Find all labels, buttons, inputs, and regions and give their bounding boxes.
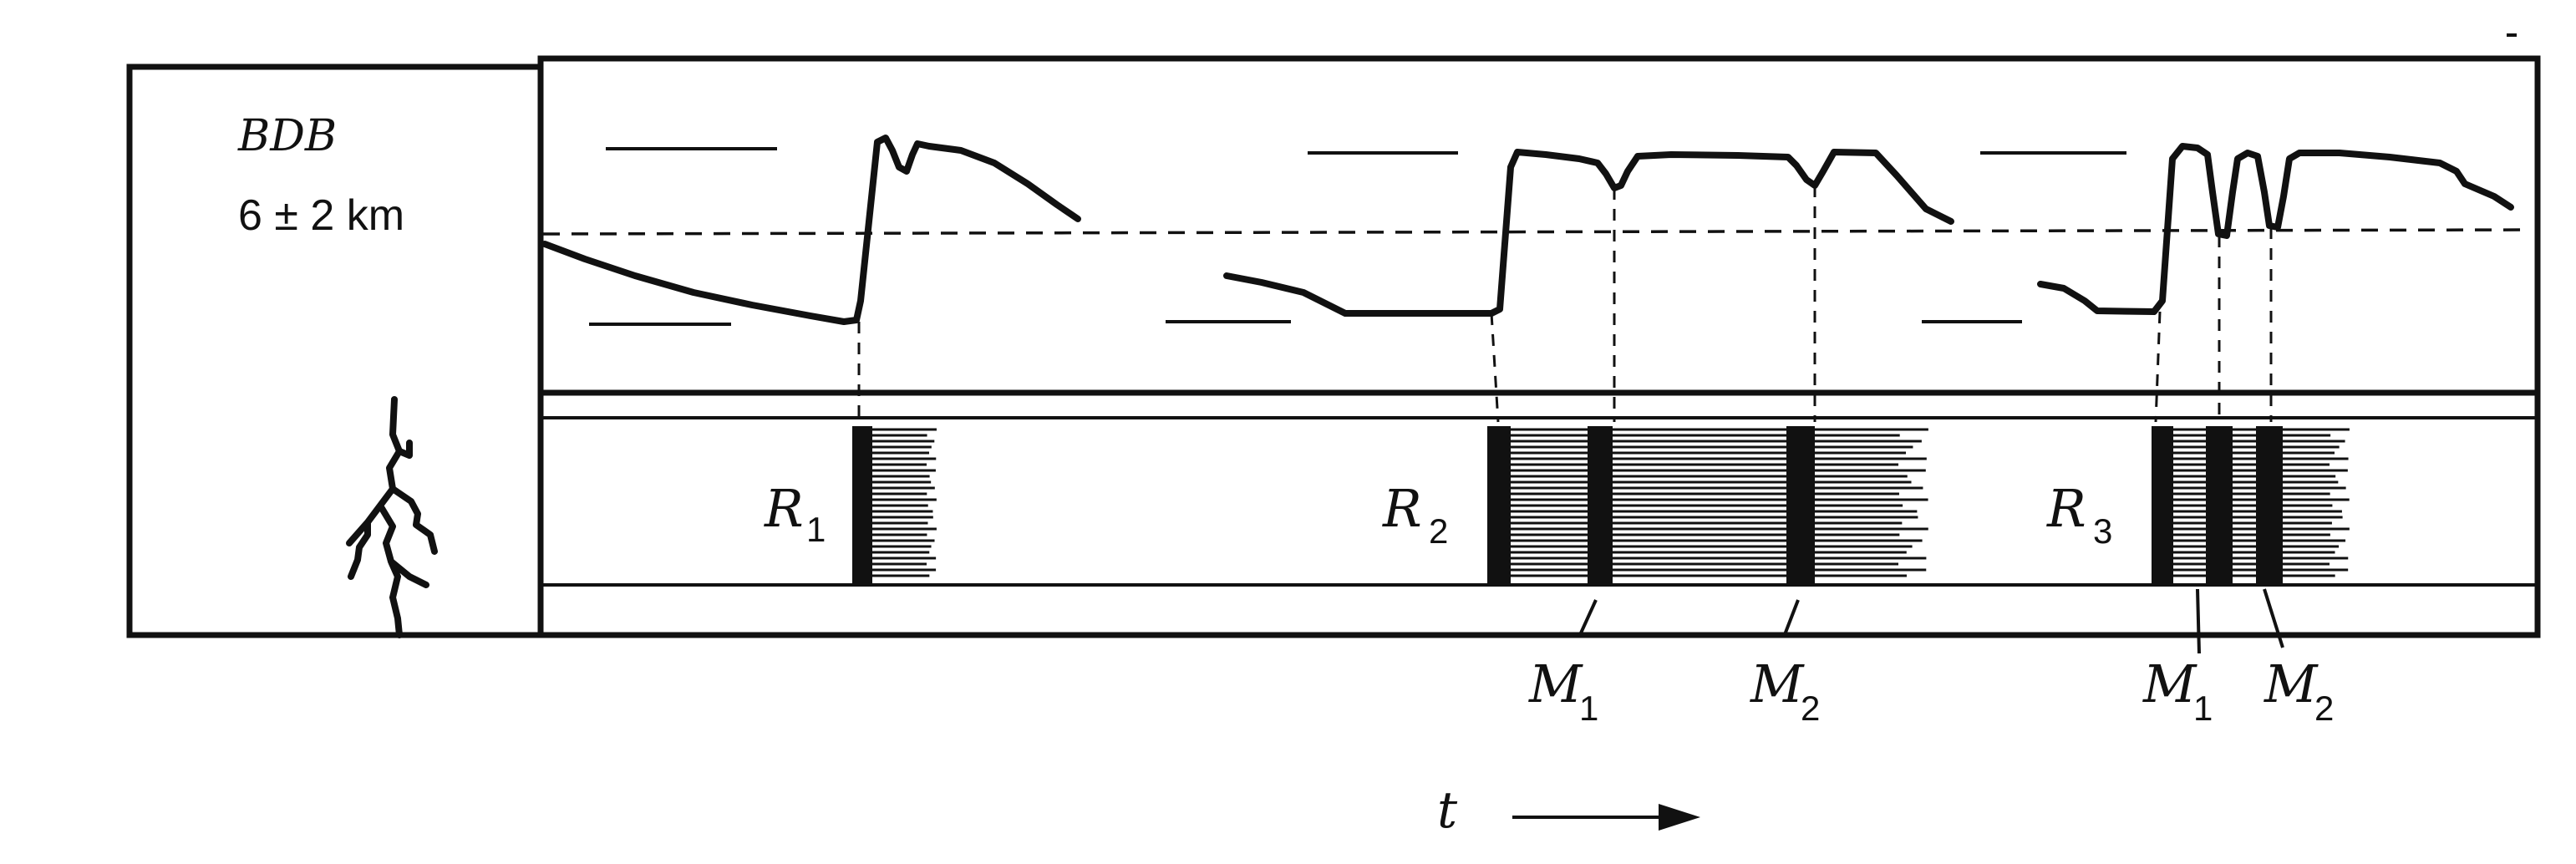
svg-text:1: 1 — [806, 510, 826, 549]
svg-text:M: M — [1750, 653, 1805, 714]
zero-reference-line — [542, 228, 2533, 236]
m-component-leaders — [1578, 588, 2284, 654]
radiation-band — [852, 426, 2350, 583]
svg-text:M: M — [2264, 653, 2319, 714]
label-r2: R 2 — [1382, 478, 1448, 551]
svg-text:3: 3 — [2093, 511, 2112, 551]
svg-text:1: 1 — [2193, 689, 2213, 728]
label-m2-first: M 2 — [1750, 653, 1820, 728]
time-axis-label: t — [1437, 781, 1458, 840]
svg-text:M: M — [2142, 653, 2197, 714]
label-r3: R 3 — [2046, 478, 2112, 551]
lightning-icon — [346, 396, 438, 638]
svg-text:R: R — [764, 478, 804, 539]
svg-text:2: 2 — [1429, 511, 1448, 551]
alignment-lines — [857, 186, 2273, 423]
label-m2-second: M 2 — [2264, 653, 2334, 728]
svg-text:1: 1 — [1579, 689, 1598, 728]
time-arrow-head-icon — [1659, 804, 1700, 831]
svg-text:R: R — [1382, 478, 1422, 539]
record-frame — [537, 55, 2541, 638]
station-distance: 6 ± 2 km — [238, 191, 404, 240]
label-r1: R 1 — [764, 478, 826, 549]
field-trace-2 — [1223, 149, 1954, 317]
svg-text:M: M — [1528, 653, 1583, 714]
svg-text:2: 2 — [1801, 689, 1820, 728]
time-axis: t — [1437, 781, 1700, 840]
reference-marks — [589, 147, 2126, 326]
label-m1-first: M 1 — [1528, 653, 1598, 728]
label-m1-second: M 1 — [2142, 653, 2213, 728]
burst-r1 — [852, 426, 937, 583]
station-name: BDB — [237, 111, 337, 161]
burst-r3 — [2152, 426, 2350, 583]
svg-text:2: 2 — [2314, 689, 2334, 728]
svg-text:R: R — [2046, 478, 2086, 539]
field-trace-3 — [2037, 143, 2514, 315]
field-trace-1 — [541, 135, 1081, 325]
burst-r2 — [1487, 426, 1928, 583]
